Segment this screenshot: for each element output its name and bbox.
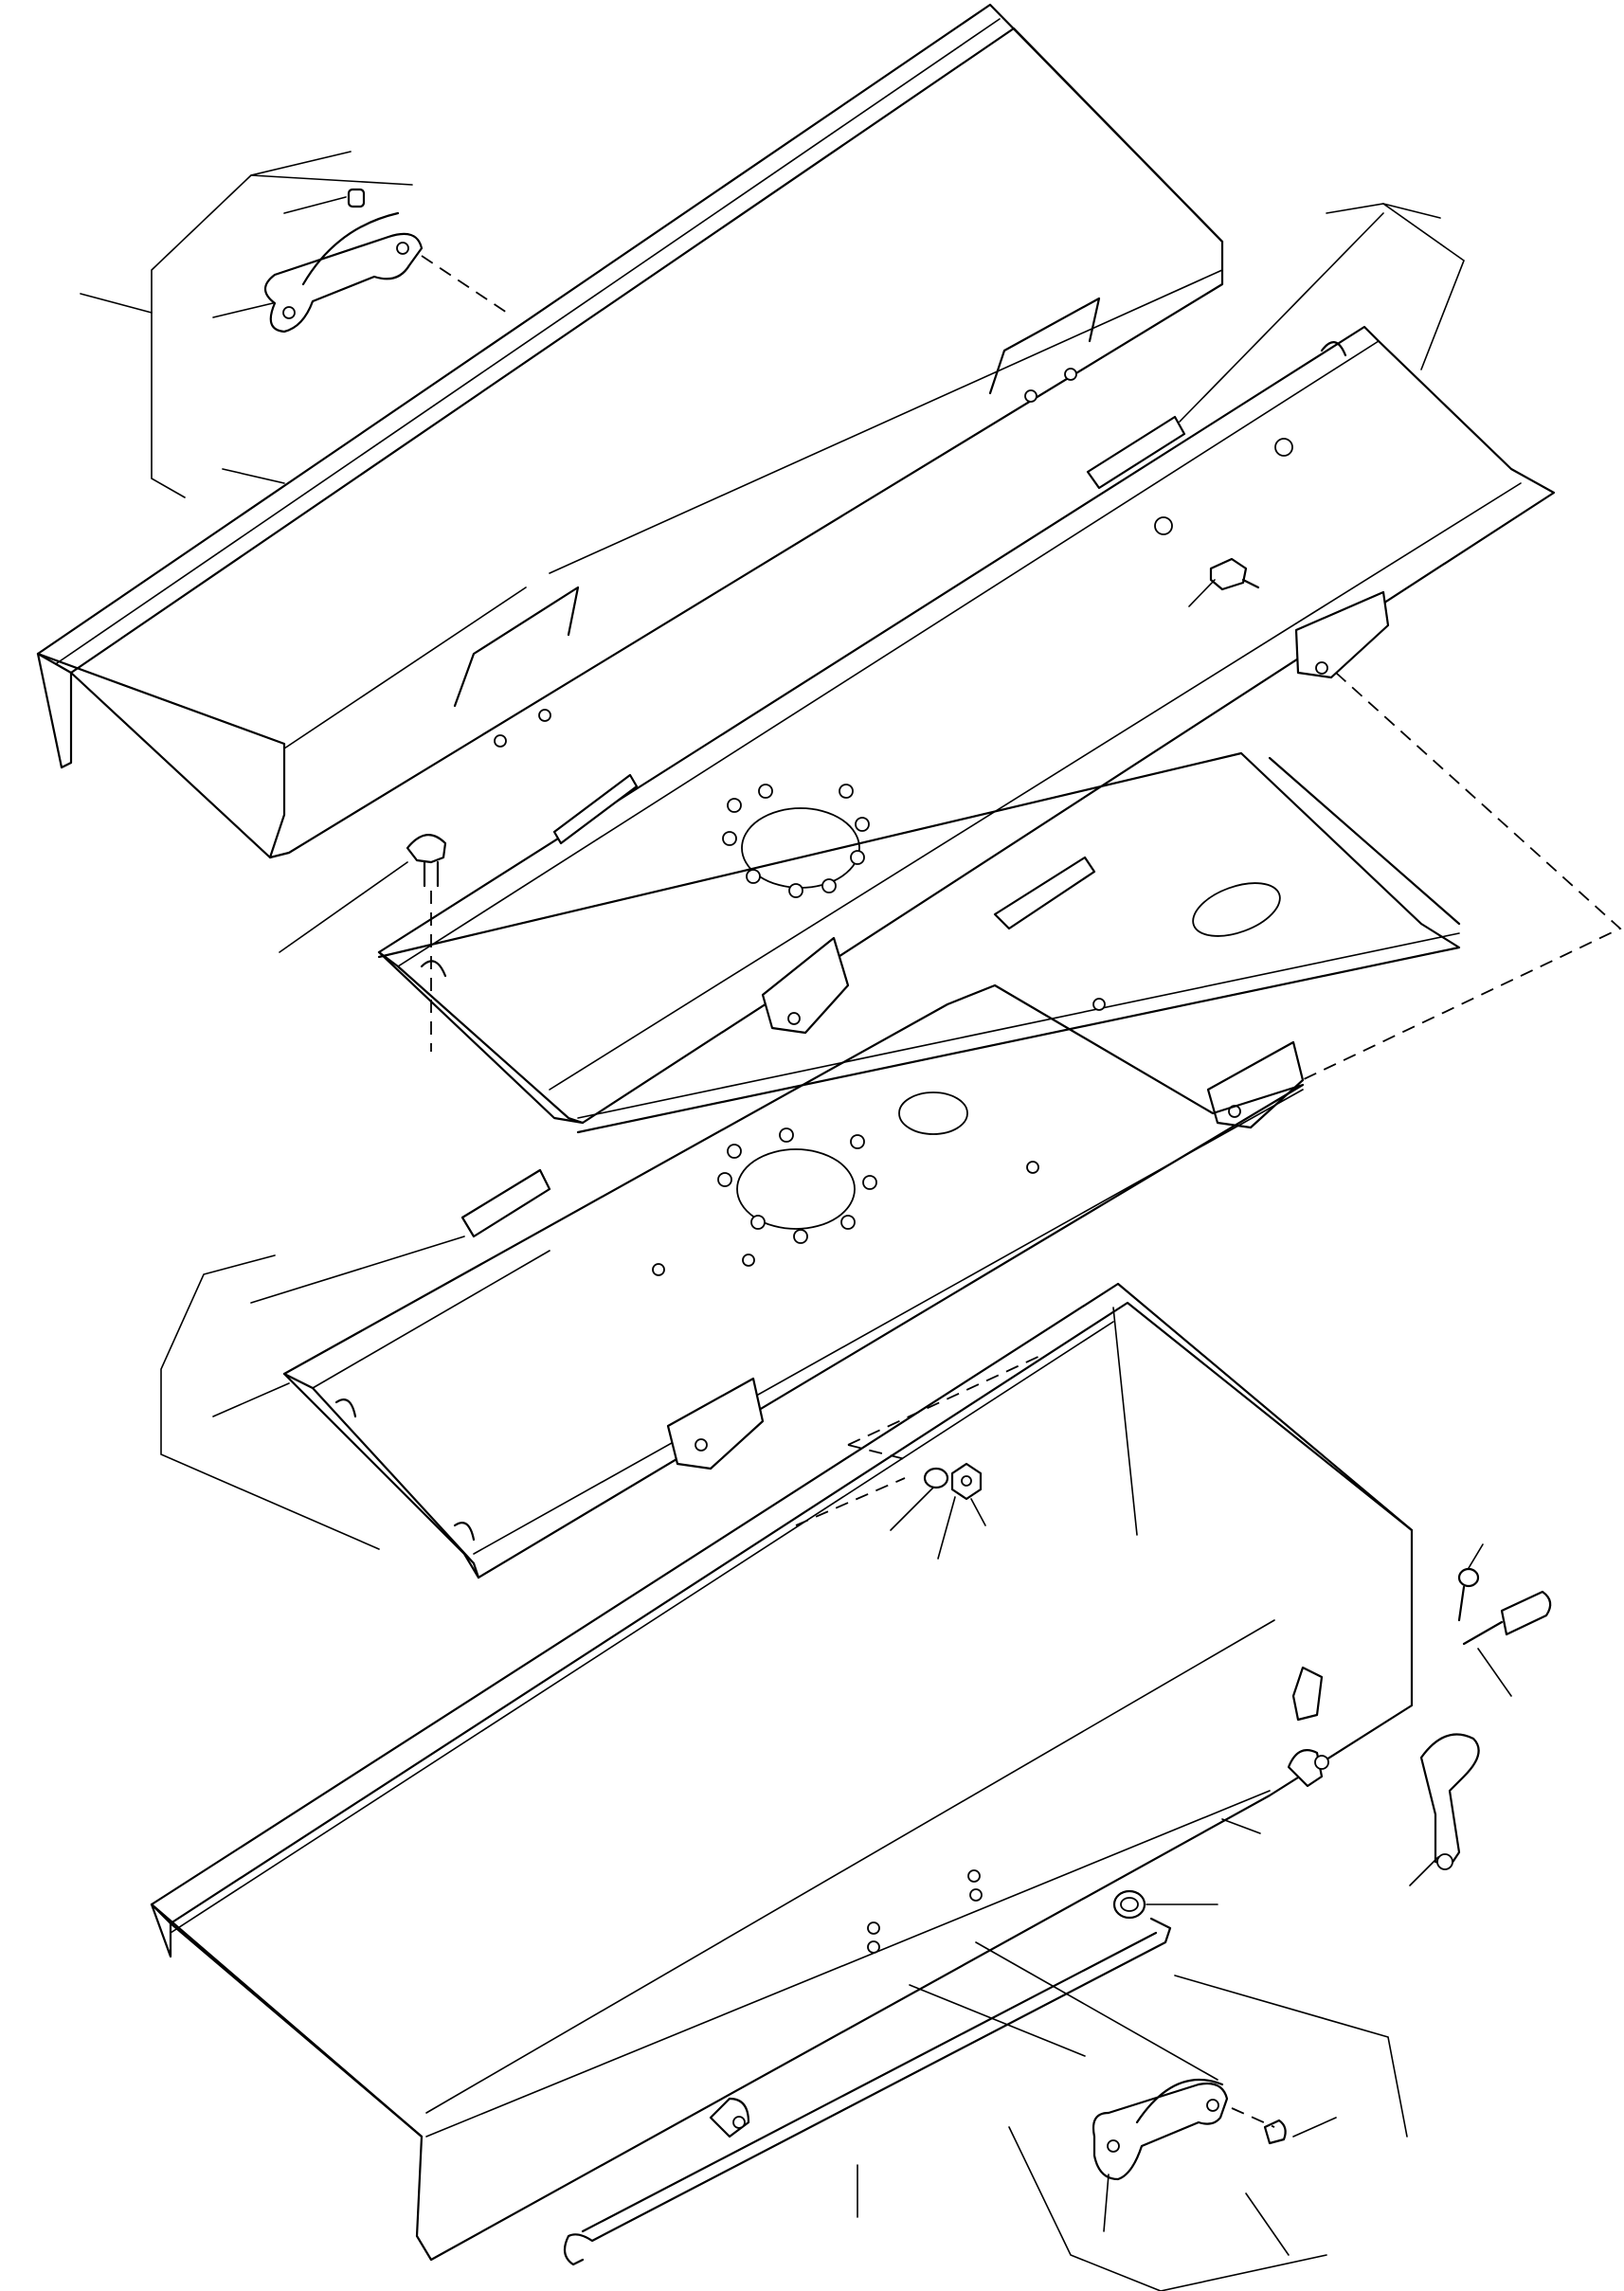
nut-and-washer bbox=[795, 1354, 1043, 1560]
latch-rod bbox=[563, 1917, 1172, 2266]
leader-handle-top bbox=[80, 293, 153, 314]
latch-lever bbox=[1409, 1733, 1480, 1886]
latch-pin bbox=[1457, 1543, 1552, 1697]
handle-bottom bbox=[975, 1941, 1287, 2181]
leader-housing-side bbox=[1221, 1818, 1261, 1834]
callout-bracket-middle-left bbox=[160, 1254, 380, 1550]
leader-panel-edge bbox=[212, 1382, 290, 1417]
leader-bolt bbox=[279, 861, 408, 953]
leader-handle-grip bbox=[212, 302, 274, 318]
leader-handle-screw bbox=[283, 196, 347, 214]
leader-handle-bottom-screw bbox=[1292, 2117, 1337, 2138]
leader-assembly-line-a bbox=[1221, 672, 1622, 1119]
middle-panel bbox=[279, 751, 1461, 1135]
callout-bracket-bottom-right bbox=[1008, 1975, 1408, 2291]
leader-handle-bottom bbox=[1103, 2174, 1110, 2232]
callout-bracket-top-left-b bbox=[250, 174, 413, 186]
callout-bracket-top-right bbox=[1326, 203, 1465, 370]
leader-housing-bottom bbox=[909, 1984, 1086, 2057]
bottom-housing bbox=[150, 1282, 1414, 2262]
leader-small-bolt bbox=[1188, 579, 1216, 607]
leader-cover-bottom bbox=[222, 468, 285, 484]
callout-bracket-top-right-b bbox=[1382, 203, 1441, 219]
leader-handle-bottom-b bbox=[1245, 2192, 1290, 2256]
callout-bracket-top-left bbox=[151, 151, 352, 498]
upper-panel bbox=[377, 325, 1556, 1125]
leader-hinge-left bbox=[250, 1236, 465, 1304]
leader-hinge-right bbox=[1179, 212, 1384, 423]
handle-top bbox=[263, 188, 508, 334]
lower-panel bbox=[282, 983, 1305, 1579]
top-cover bbox=[36, 3, 1224, 859]
